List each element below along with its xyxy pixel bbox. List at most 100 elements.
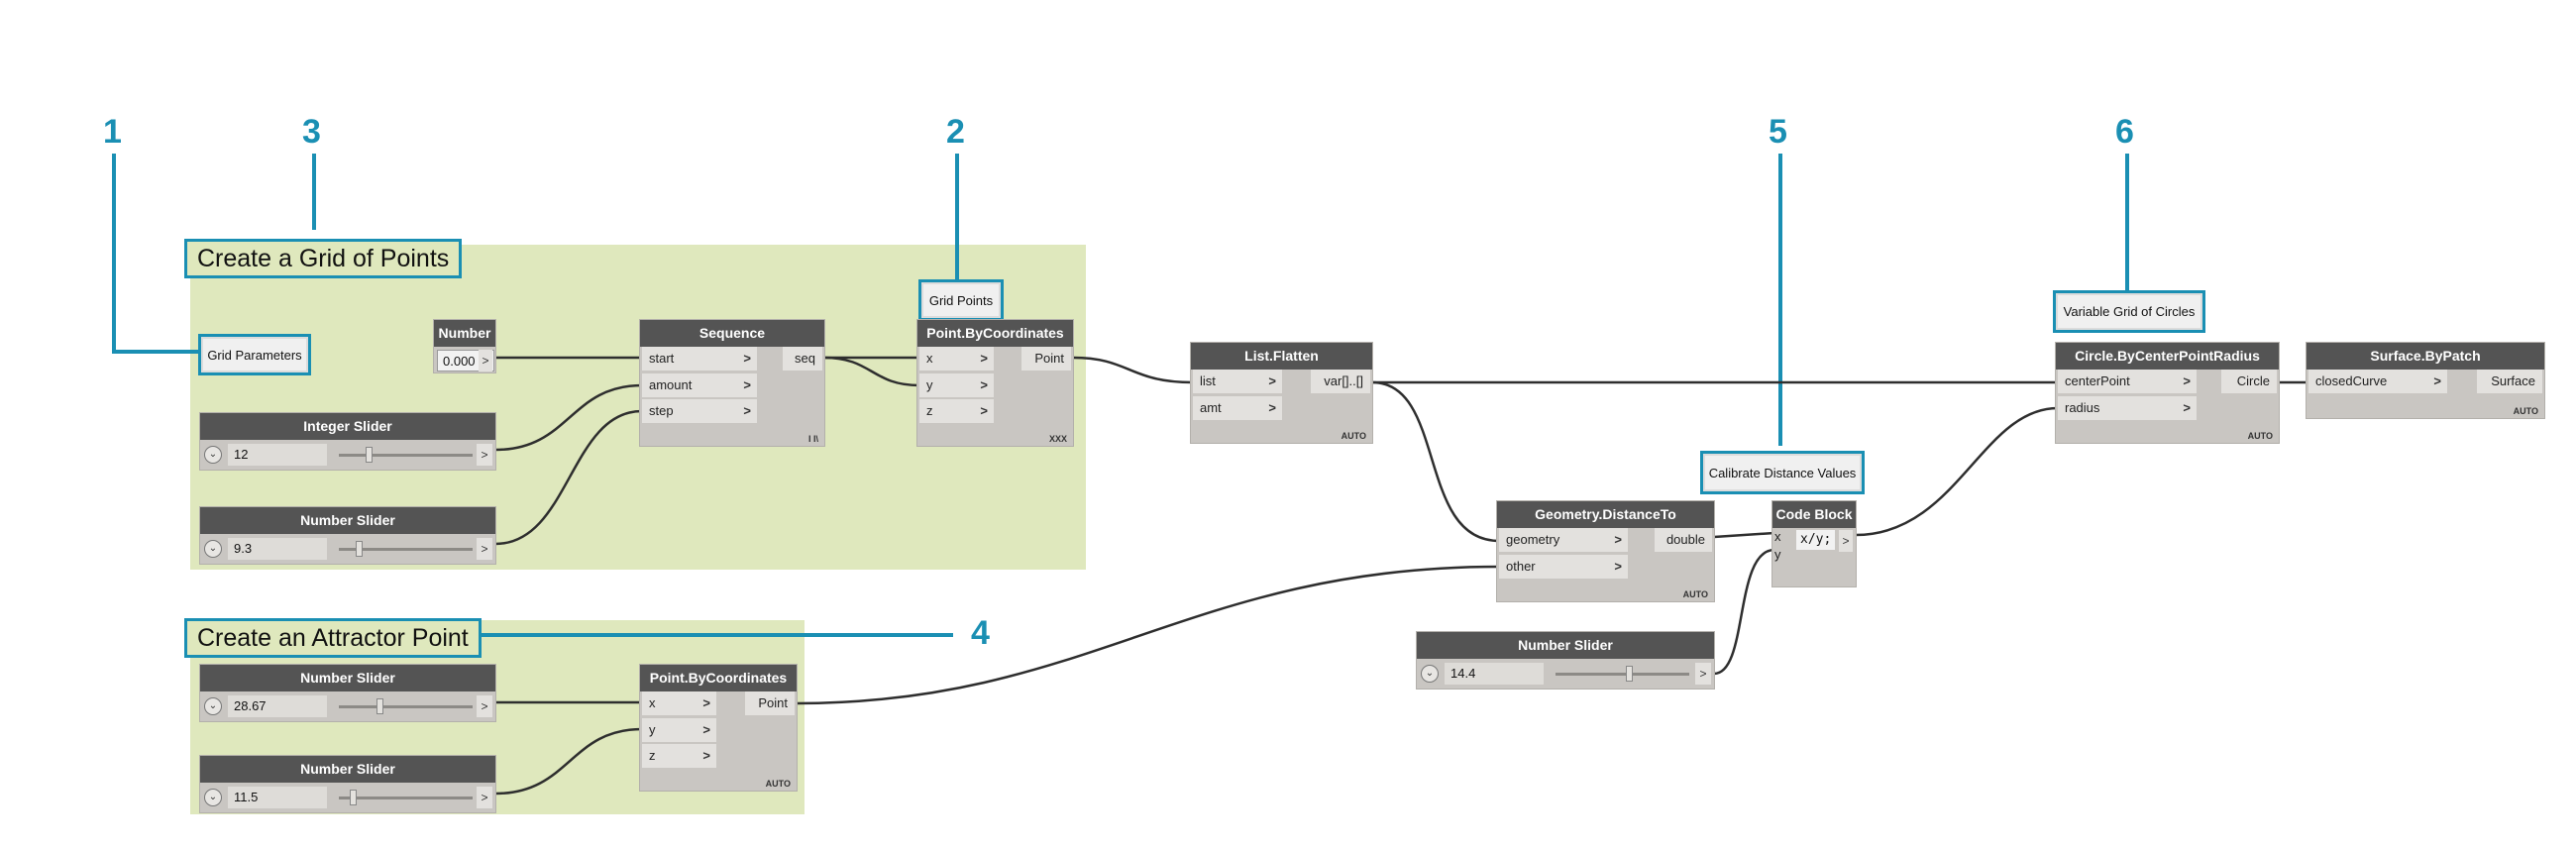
input-port-start[interactable]: start> bbox=[642, 347, 757, 371]
node-title: Geometry.DistanceTo bbox=[1497, 501, 1714, 528]
lacing-indicator[interactable]: AUTO bbox=[1682, 589, 1708, 599]
chevron-down-icon[interactable]: ⌄ bbox=[204, 540, 222, 558]
chevron-down-icon[interactable]: ⌄ bbox=[1421, 665, 1439, 683]
chevron-down-icon[interactable]: ⌄ bbox=[204, 789, 222, 806]
note-calibrate-distance[interactable]: Calibrate Distance Values bbox=[1700, 451, 1865, 494]
number-slider-calibrate-node[interactable]: Number Slider ⌄ 14.4 > bbox=[1417, 632, 1714, 689]
input-port-x[interactable]: x> bbox=[642, 691, 716, 715]
output-port[interactable]: > bbox=[477, 695, 492, 717]
callout-number-2: 2 bbox=[946, 113, 965, 151]
output-port-surface[interactable]: Surface bbox=[2477, 370, 2542, 393]
slider-track[interactable] bbox=[339, 797, 473, 799]
port-label: centerPoint bbox=[2065, 373, 2130, 388]
slider-thumb[interactable] bbox=[349, 790, 357, 805]
port-label: amount bbox=[649, 377, 693, 392]
output-port-seq[interactable]: seq bbox=[783, 347, 822, 371]
circle-by-center-point-radius-node[interactable]: Circle.ByCenterPointRadius centerPoint> … bbox=[2056, 343, 2279, 443]
chevron-down-icon[interactable]: ⌄ bbox=[204, 697, 222, 715]
node-title: List.Flatten bbox=[1191, 343, 1372, 370]
callout-number-5: 5 bbox=[1769, 113, 1787, 151]
group-title-attractor[interactable]: Create an Attractor Point bbox=[184, 618, 482, 658]
slider-value[interactable]: 28.67 bbox=[228, 695, 327, 717]
code-block-node[interactable]: Code Block x y x/y; > bbox=[1772, 501, 1856, 586]
slider-thumb[interactable] bbox=[356, 541, 364, 557]
number-slider-x-node[interactable]: Number Slider ⌄ 28.67 > bbox=[200, 665, 495, 721]
port-label: geometry bbox=[1506, 532, 1560, 547]
note-grid-points[interactable]: Grid Points bbox=[918, 279, 1004, 321]
input-port-z[interactable]: z> bbox=[642, 744, 716, 768]
number-node[interactable]: Number 0.000 > bbox=[434, 320, 495, 372]
point-by-coordinates-grid-node[interactable]: Point.ByCoordinates x> y> z> Point XXX bbox=[917, 320, 1073, 446]
slider-value[interactable]: 12 bbox=[228, 444, 327, 466]
slider-value[interactable]: 11.5 bbox=[228, 787, 327, 808]
output-port-double[interactable]: double bbox=[1655, 528, 1712, 552]
group-title-grid[interactable]: Create a Grid of Points bbox=[184, 239, 463, 278]
code-editor[interactable]: x/y; bbox=[1796, 530, 1836, 550]
geometry-distance-to-node[interactable]: Geometry.DistanceTo geometry> other> dou… bbox=[1497, 501, 1714, 601]
input-port-y[interactable]: y bbox=[1774, 547, 1781, 562]
output-port-circle[interactable]: Circle bbox=[2221, 370, 2277, 393]
sequence-node[interactable]: Sequence start> amount> step> seq I I\ bbox=[640, 320, 824, 446]
port-label: x bbox=[649, 695, 656, 710]
input-port-radius[interactable]: radius> bbox=[2058, 396, 2197, 420]
output-port[interactable]: > bbox=[477, 538, 492, 560]
number-slider-y-node[interactable]: Number Slider ⌄ 11.5 > bbox=[200, 756, 495, 812]
number-slider-step-node[interactable]: Number Slider ⌄ 9.3 > bbox=[200, 507, 495, 564]
port-label: z bbox=[926, 403, 933, 418]
lacing-indicator[interactable]: AUTO bbox=[2247, 431, 2273, 441]
lacing-indicator[interactable]: XXX bbox=[1048, 434, 1067, 444]
slider-track[interactable] bbox=[339, 705, 473, 708]
input-port-amt[interactable]: amt> bbox=[1193, 396, 1282, 420]
input-port-centerpoint[interactable]: centerPoint> bbox=[2058, 370, 2197, 393]
output-port-point[interactable]: Point bbox=[745, 691, 795, 715]
input-port-amount[interactable]: amount> bbox=[642, 373, 757, 397]
note-grid-parameters[interactable]: Grid Parameters bbox=[198, 334, 311, 375]
integer-slider-node[interactable]: Integer Slider ⌄ 12 > bbox=[200, 413, 495, 470]
lacing-indicator[interactable]: AUTO bbox=[765, 779, 791, 789]
chevron-down-icon[interactable]: ⌄ bbox=[204, 446, 222, 464]
output-port[interactable]: > bbox=[477, 787, 492, 808]
slider-thumb[interactable] bbox=[376, 698, 383, 714]
slider-track[interactable] bbox=[339, 454, 473, 457]
input-port-y[interactable]: y> bbox=[642, 718, 716, 742]
list-flatten-node[interactable]: List.Flatten list> amt> var[]..[] AUTO bbox=[1191, 343, 1372, 443]
port-label: closedCurve bbox=[2315, 373, 2388, 388]
lacing-indicator[interactable]: AUTO bbox=[1341, 431, 1366, 441]
input-port-geometry[interactable]: geometry> bbox=[1499, 528, 1628, 552]
input-port-z[interactable]: z> bbox=[919, 399, 994, 423]
callout-number-6: 6 bbox=[2115, 113, 2134, 151]
slider-track[interactable] bbox=[339, 548, 473, 551]
node-title: Number bbox=[434, 320, 495, 347]
port-label: other bbox=[1506, 559, 1536, 574]
node-title: Circle.ByCenterPointRadius bbox=[2056, 343, 2279, 370]
input-port-x[interactable]: x> bbox=[919, 347, 994, 371]
port-label: amt bbox=[1200, 400, 1222, 415]
port-label: list bbox=[1200, 373, 1216, 388]
slider-value[interactable]: 14.4 bbox=[1445, 663, 1544, 685]
output-port[interactable]: > bbox=[1695, 663, 1711, 685]
output-port-var[interactable]: var[]..[] bbox=[1311, 370, 1370, 393]
port-label: step bbox=[649, 403, 674, 418]
input-port-step[interactable]: step> bbox=[642, 399, 757, 423]
node-title: Number Slider bbox=[200, 756, 495, 783]
input-port-other[interactable]: other> bbox=[1499, 555, 1628, 579]
point-by-coordinates-attractor-node[interactable]: Point.ByCoordinates x> y> z> Point AUTO bbox=[640, 665, 797, 791]
lacing-indicator[interactable]: I I\ bbox=[807, 434, 818, 444]
output-port[interactable]: > bbox=[1839, 530, 1853, 552]
slider-thumb[interactable] bbox=[365, 447, 373, 463]
note-variable-grid[interactable]: Variable Grid of Circles bbox=[2053, 290, 2205, 333]
callout-number-4: 4 bbox=[971, 614, 990, 652]
slider-thumb[interactable] bbox=[1626, 666, 1634, 682]
input-port-x[interactable]: x bbox=[1774, 529, 1781, 544]
output-port[interactable]: > bbox=[479, 350, 492, 372]
node-title: Point.ByCoordinates bbox=[917, 320, 1073, 347]
input-port-y[interactable]: y> bbox=[919, 373, 994, 397]
output-port-point[interactable]: Point bbox=[1021, 347, 1071, 371]
slider-track[interactable] bbox=[1556, 673, 1689, 676]
slider-value[interactable]: 9.3 bbox=[228, 538, 327, 560]
output-port[interactable]: > bbox=[477, 444, 492, 466]
input-port-list[interactable]: list> bbox=[1193, 370, 1282, 393]
input-port-closedcurve[interactable]: closedCurve> bbox=[2308, 370, 2447, 393]
surface-by-patch-node[interactable]: Surface.ByPatch closedCurve> Surface AUT… bbox=[2307, 343, 2544, 418]
lacing-indicator[interactable]: AUTO bbox=[2513, 406, 2538, 416]
